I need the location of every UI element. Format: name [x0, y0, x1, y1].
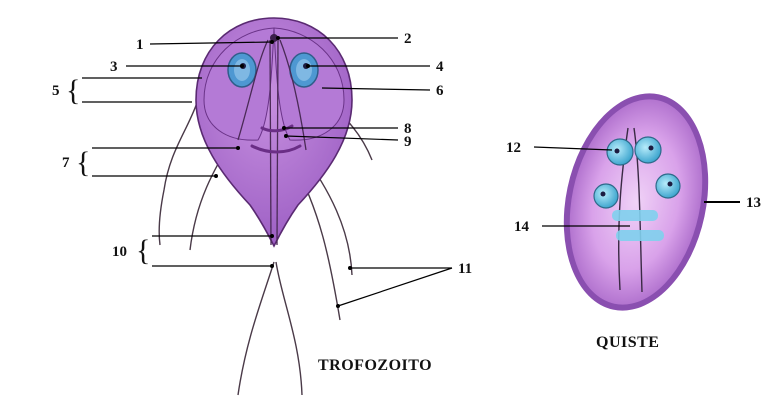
label-10: 10 [112, 244, 127, 260]
cyst [545, 80, 728, 324]
label-9: 9 [404, 134, 412, 150]
label-3: 3 [110, 59, 118, 75]
brace-10: { [136, 234, 150, 267]
label-1: 1 [136, 37, 144, 53]
brace-7: { [76, 146, 90, 179]
label-11: 11 [458, 261, 472, 277]
label-5: 5 [52, 83, 60, 99]
trophozoite [159, 18, 372, 395]
nucleus-left [228, 53, 256, 87]
label-6: 6 [436, 83, 444, 99]
brace-5: { [66, 74, 80, 107]
cyst-cytoplasm [552, 87, 720, 317]
label-2: 2 [404, 31, 412, 47]
label-7: 7 [62, 155, 70, 171]
nucleus-right [290, 53, 318, 87]
caption-trofozoito: TROFOZOITO [318, 357, 432, 374]
label-14: 14 [514, 219, 530, 235]
caption-quiste: QUISTE [596, 334, 659, 351]
label-4: 4 [436, 59, 444, 75]
label-13: 13 [746, 195, 761, 211]
label-12: 12 [506, 140, 521, 156]
